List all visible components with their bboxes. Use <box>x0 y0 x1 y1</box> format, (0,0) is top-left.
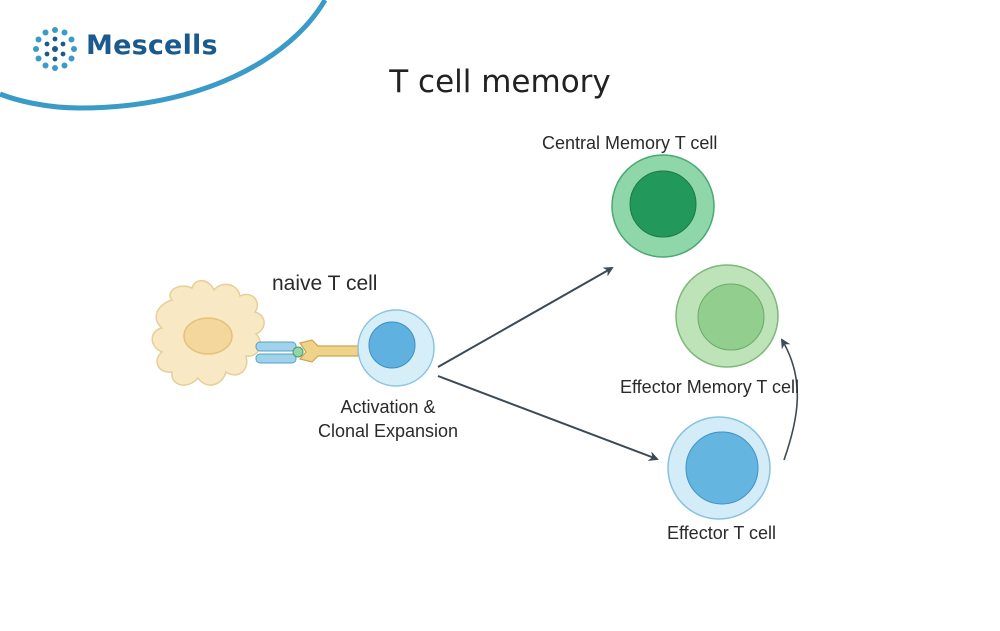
page-title: T cell memory <box>389 64 611 100</box>
header-arc <box>0 0 325 108</box>
label-central-memory: Central Memory T cell <box>542 133 718 153</box>
label-effector: Effector T cell <box>667 523 777 543</box>
arrow-to-effector <box>437 375 659 461</box>
tcr-receptor <box>298 339 359 363</box>
naive-t-cell-nucleus <box>368 321 416 369</box>
label-effector-memory: Effector Memory T cell <box>620 377 800 397</box>
apc-nucleus <box>183 317 233 355</box>
antigen-peptide <box>292 346 304 358</box>
dotted-ring-logo-icon <box>33 27 77 71</box>
header-arc-stroke <box>0 0 328 111</box>
arrow-effector-to-effector-memory <box>780 338 799 461</box>
label-activation: Activation & Clonal Expansion <box>300 395 476 443</box>
brand-name: Mescells <box>86 30 218 61</box>
label-activation-line2: Clonal Expansion <box>317 421 459 441</box>
label-activation-line1: Activation & <box>340 397 436 417</box>
effector-memory-cell-nucleus <box>697 283 765 351</box>
label-naive-t-cell: naive T cell <box>272 272 378 295</box>
mhc-receptor-top <box>255 341 297 352</box>
central-memory-cell-nucleus <box>629 170 697 238</box>
mhc-receptor-bottom <box>255 353 297 364</box>
effector-cell-nucleus <box>685 431 759 505</box>
arrow-to-central-memory <box>437 267 614 368</box>
